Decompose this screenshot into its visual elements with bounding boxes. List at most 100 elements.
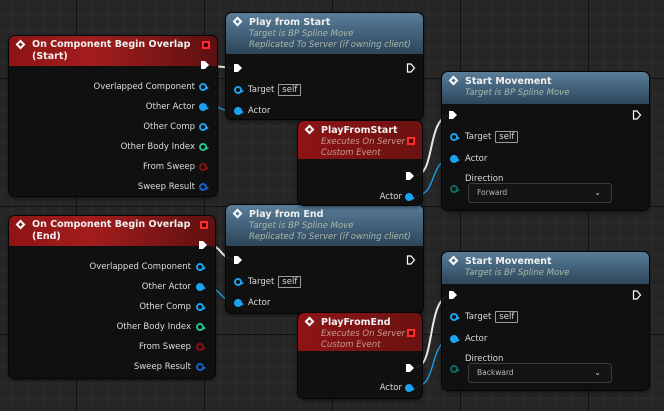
function-node-start-movement-forward[interactable]: Start Movement Target is BP Spline Move … (442, 72, 649, 210)
target-self-value[interactable]: self (278, 84, 302, 96)
node-header[interactable]: Start Movement Target is BP Spline Move (442, 72, 649, 104)
event-node-overlap-start[interactable]: On Component Begin Overlap (Start) Overl… (9, 36, 217, 196)
node-header[interactable]: Start Movement Target is BP Spline Move (442, 252, 649, 284)
other-body-index-pin[interactable] (196, 323, 206, 331)
delegate-pin-icon[interactable] (200, 221, 208, 229)
exec-out-pin[interactable] (405, 171, 415, 181)
event-diamond-icon (15, 39, 26, 50)
exec-in-pin[interactable] (448, 290, 458, 300)
direction-dropdown[interactable]: Backward ⌄ (468, 363, 612, 383)
target-pin[interactable] (450, 133, 460, 141)
node-title: PlayFromEnd (321, 317, 391, 328)
chevron-down-icon: ⌄ (594, 368, 601, 377)
target-label: Target (465, 132, 492, 142)
exec-out-pin[interactable] (632, 290, 642, 300)
event-diamond-icon (15, 219, 26, 230)
sweep-result-pin[interactable] (196, 363, 206, 371)
node-title: On Component Begin Overlap (Start) (32, 39, 191, 62)
exec-out-pin[interactable] (632, 110, 642, 120)
node-header[interactable]: Play from Start Target is BP Spline Move… (226, 13, 423, 54)
direction-pin[interactable] (450, 365, 460, 373)
actor-pin[interactable] (405, 384, 415, 392)
actor-pin[interactable] (450, 335, 460, 343)
actor-label: Actor (248, 106, 271, 116)
other-comp-pin[interactable] (199, 123, 209, 131)
exec-in-pin[interactable] (233, 255, 243, 265)
from-sweep-pin[interactable] (199, 163, 209, 171)
node-title: Start Movement (465, 76, 552, 87)
function-diamond-icon (448, 255, 459, 266)
overlapped-component-pin[interactable] (196, 263, 206, 271)
node-title: PlayFromStart (321, 125, 398, 136)
exec-out-pin[interactable] (200, 60, 210, 70)
custom-event-node-play-from-end[interactable]: PlayFromEnd Executes On Server Custom Ev… (298, 313, 422, 398)
other-body-index-pin[interactable] (199, 143, 209, 151)
other-actor-pin[interactable] (196, 283, 206, 291)
node-title: Play from End (249, 209, 324, 220)
target-pin[interactable] (450, 313, 460, 321)
actor-label: Actor (465, 154, 488, 164)
node-title: On Component Begin Overlap (End) (32, 219, 191, 242)
exec-out-pin[interactable] (406, 255, 416, 265)
pin-label-overlapped-component: Overlapped Component (89, 262, 191, 272)
node-subtitle-replication: Executes On Server (321, 329, 406, 339)
node-subtitle-replication: Executes On Server (321, 137, 406, 147)
actor-pin[interactable] (450, 155, 460, 163)
target-label: Target (248, 277, 275, 287)
target-pin[interactable] (234, 86, 244, 94)
node-subtitle-replication: Replicated To Server (if owning client) (249, 232, 411, 242)
direction-dropdown[interactable]: Forward ⌄ (468, 183, 612, 203)
sweep-result-pin[interactable] (199, 183, 209, 191)
delegate-pin-icon[interactable] (407, 137, 415, 145)
delegate-pin-icon[interactable] (407, 329, 415, 337)
actor-label: Actor (248, 298, 271, 308)
target-self-value[interactable]: self (278, 276, 302, 288)
event-diamond-icon (304, 316, 315, 327)
overlapped-component-pin[interactable] (199, 83, 209, 91)
direction-pin[interactable] (450, 185, 460, 193)
event-diamond-icon (304, 124, 315, 135)
target-label: Target (248, 85, 275, 95)
actor-label: Actor (465, 334, 488, 344)
other-comp-pin[interactable] (196, 303, 206, 311)
exec-out-pin[interactable] (405, 363, 415, 373)
node-subtitle-target: Target is BP Spline Move (465, 88, 570, 98)
pin-label-other-comp: Other Comp (139, 302, 191, 312)
exec-out-pin[interactable] (198, 240, 208, 250)
node-header[interactable]: PlayFromEnd Executes On Server Custom Ev… (298, 313, 422, 351)
direction-value: Forward (477, 188, 508, 197)
target-self-value[interactable]: self (495, 131, 519, 143)
node-header[interactable]: Play from End Target is BP Spline Move R… (226, 205, 423, 246)
custom-event-node-play-from-start[interactable]: PlayFromStart Executes On Server Custom … (298, 121, 422, 205)
event-node-overlap-end[interactable]: On Component Begin Overlap (End) Overlap… (9, 216, 215, 378)
function-node-play-from-start[interactable]: Play from Start Target is BP Spline Move… (226, 13, 423, 119)
direction-value: Backward (477, 368, 514, 377)
node-header[interactable]: On Component Begin Overlap (End) (9, 216, 215, 246)
from-sweep-pin[interactable] (196, 343, 206, 351)
exec-in-pin[interactable] (233, 63, 243, 73)
exec-in-pin[interactable] (448, 110, 458, 120)
pin-label-other-body-index: Other Body Index (120, 142, 195, 152)
pin-label-sweep-result: Sweep Result (137, 182, 195, 192)
actor-pin[interactable] (234, 107, 244, 115)
node-subtitle-type: Custom Event (321, 148, 381, 158)
actor-pin[interactable] (405, 193, 415, 201)
actor-label: Actor (379, 383, 402, 393)
delegate-pin-icon[interactable] (202, 41, 210, 49)
function-node-play-from-end[interactable]: Play from End Target is BP Spline Move R… (226, 205, 423, 313)
node-header[interactable]: On Component Begin Overlap (Start) (9, 36, 217, 66)
pin-label-sweep-result: Sweep Result (133, 362, 191, 372)
node-subtitle-target: Target is BP Spline Move (249, 29, 354, 39)
other-actor-pin[interactable] (199, 103, 209, 111)
node-header[interactable]: PlayFromStart Executes On Server Custom … (298, 121, 422, 159)
function-node-start-movement-backward[interactable]: Start Movement Target is BP Spline Move … (442, 252, 649, 390)
target-self-value[interactable]: self (495, 311, 519, 323)
function-diamond-icon (448, 75, 459, 86)
actor-pin[interactable] (234, 299, 244, 307)
exec-out-pin[interactable] (406, 63, 416, 73)
node-title: Start Movement (465, 256, 552, 267)
target-pin[interactable] (234, 278, 244, 286)
direction-label: Direction (465, 174, 504, 184)
